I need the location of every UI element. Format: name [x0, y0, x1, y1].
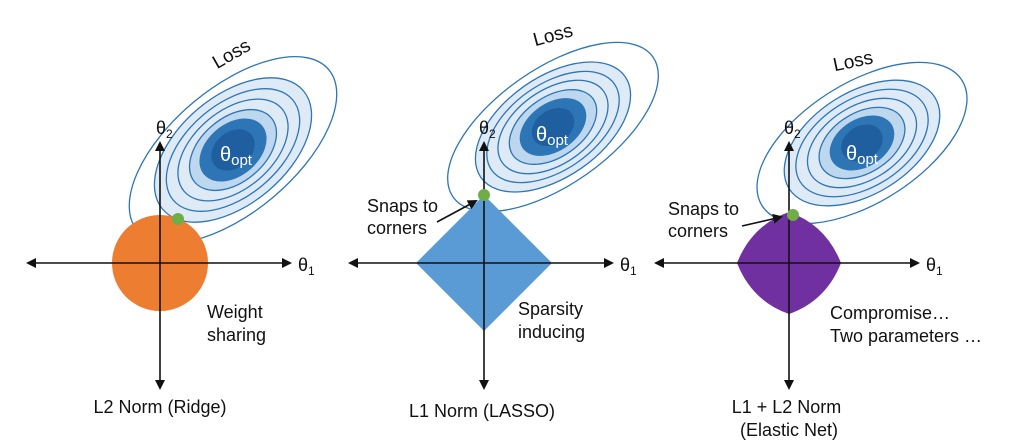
- loss-contours: [756, 61, 968, 225]
- axis-theta2-label: θ2: [156, 118, 173, 141]
- panel-ridge: Loss θopt θ1 θ2 Weight sharing L2 Norm (…: [26, 35, 338, 417]
- axis-theta1-label: θ1: [620, 255, 637, 278]
- caption: L2 Norm (Ridge): [93, 397, 226, 417]
- solution-point: [172, 213, 184, 225]
- snap-label: Snaps to corners: [367, 196, 443, 238]
- solution-point: [478, 189, 490, 201]
- theta-opt-label: θopt: [220, 144, 253, 169]
- loss-contours: [447, 41, 659, 213]
- note-text: Compromise… Two parameters …: [830, 303, 982, 346]
- note-text: Weight sharing: [207, 302, 268, 345]
- caption: L1 + L2 Norm (Elastic Net): [732, 397, 847, 440]
- snap-arrow: [741, 213, 783, 227]
- loss-label: Loss: [531, 20, 575, 51]
- solution-point: [787, 209, 799, 221]
- loss-contours: [128, 56, 338, 244]
- snap-arrow: [436, 200, 478, 223]
- theta-opt-label: θopt: [846, 143, 879, 168]
- loss-label: Loss: [831, 47, 875, 76]
- note-text: Sparsity inducing: [518, 299, 588, 342]
- panel-lasso: Loss θopt θ1 θ2 Snaps to corners Sparsit…: [348, 20, 659, 421]
- axis-theta1-label: θ1: [926, 255, 943, 278]
- snap-label: Snaps to corners: [668, 199, 744, 241]
- axis-theta1-label: θ1: [298, 255, 315, 278]
- axis-theta2-label: θ2: [784, 118, 801, 141]
- theta-opt-label: θopt: [536, 124, 569, 149]
- caption: L1 Norm (LASSO): [409, 401, 555, 421]
- panel-elastic-net: Loss θopt θ1 θ2 Snaps to corners Comprom…: [654, 47, 982, 440]
- axis-theta2-label: θ2: [479, 118, 496, 141]
